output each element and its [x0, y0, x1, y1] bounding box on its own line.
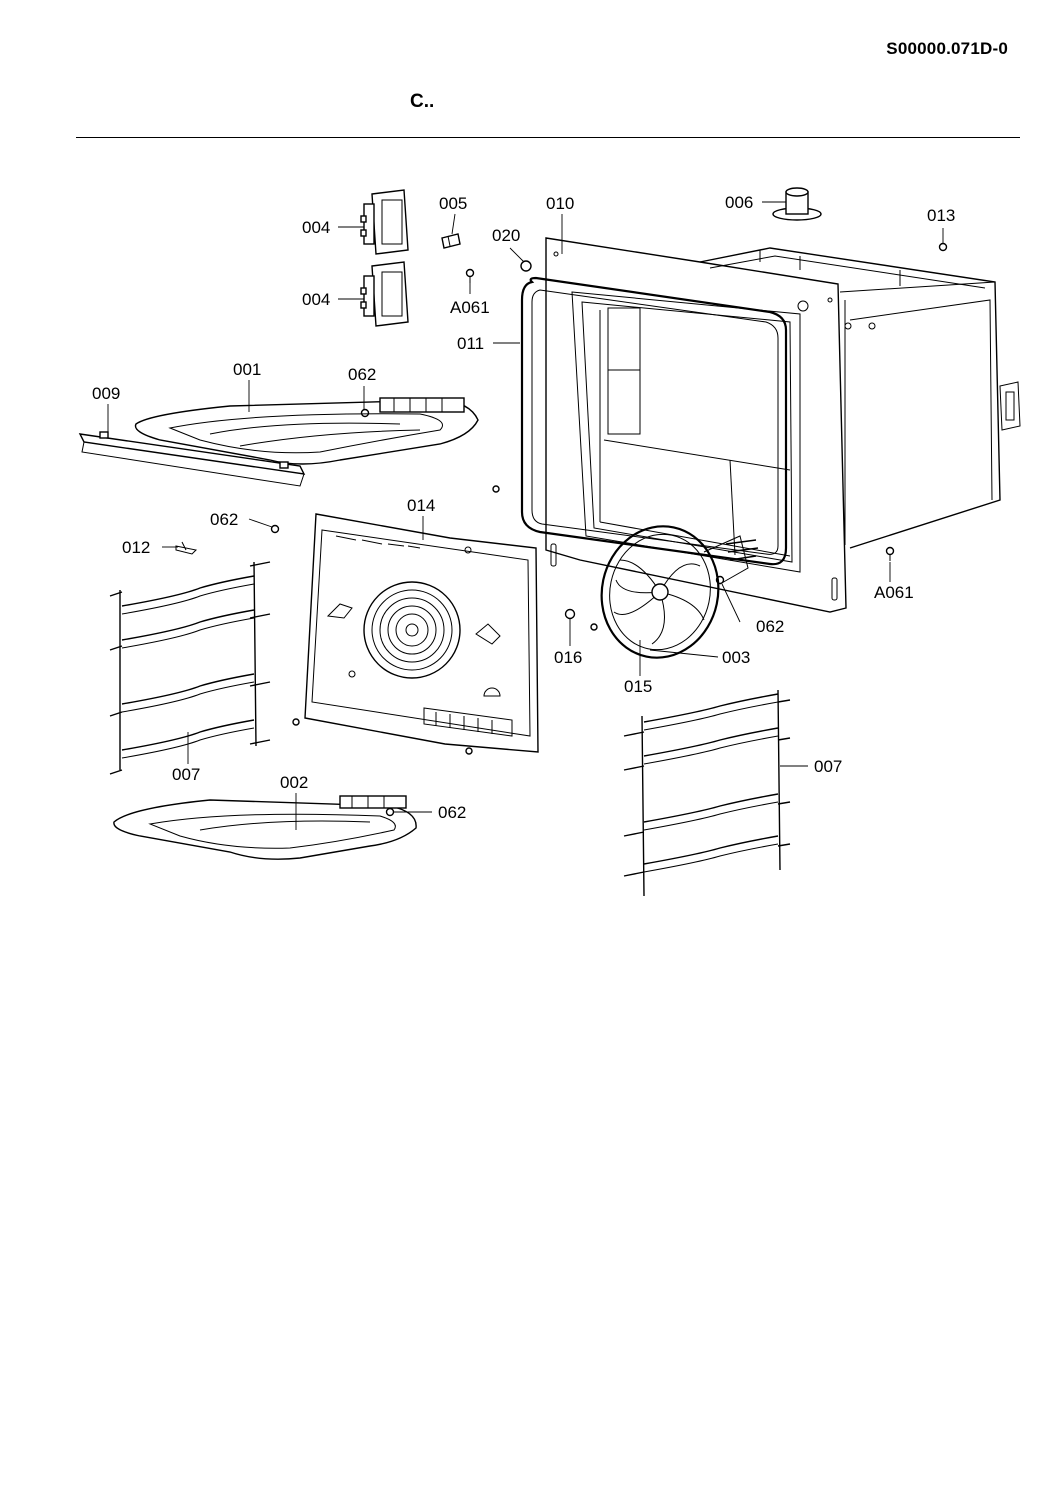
header-divider [76, 137, 1020, 138]
label-009: 009 [92, 384, 120, 403]
label-062-heater: 062 [348, 365, 376, 384]
screw-a061-top [465, 268, 475, 283]
label-002: 002 [280, 773, 308, 792]
label-003: 003 [722, 648, 750, 667]
label-010: 010 [546, 194, 574, 213]
screw-panel-left [292, 718, 300, 726]
label-062-panel: 062 [210, 510, 238, 529]
nut-013 [938, 242, 948, 252]
screw-extra [590, 623, 598, 631]
lamp-cover-top [360, 189, 409, 255]
label-013: 013 [927, 206, 955, 225]
screw-062-panel [270, 524, 280, 534]
screw-016 [564, 608, 576, 620]
lamp-cover-bottom [360, 261, 409, 327]
label-062-fan: 062 [756, 617, 784, 636]
label-007-left: 007 [172, 765, 200, 784]
label-a061-right: A061 [874, 583, 914, 602]
label-020: 020 [492, 226, 520, 245]
label-014: 014 [407, 496, 435, 515]
screw-020 [520, 260, 532, 272]
part-labels: 004 004 005 020 A061 010 006 013 011 001… [92, 193, 955, 822]
screw-062-heater [360, 408, 370, 418]
label-005: 005 [439, 194, 467, 213]
label-004-bottom: 004 [302, 290, 330, 309]
clip-012 [175, 541, 198, 555]
clip-005 [441, 233, 461, 249]
label-016: 016 [554, 648, 582, 667]
label-015: 015 [624, 677, 652, 696]
shelf-rack-right [623, 689, 791, 897]
label-004-top: 004 [302, 218, 330, 237]
oven-cavity [545, 237, 1021, 613]
screw-panel-bottom [465, 747, 473, 755]
screw-062-lower [385, 807, 395, 817]
leader-lines [107, 201, 944, 830]
label-062-lower: 062 [438, 803, 466, 822]
rear-panel [304, 513, 539, 753]
document-code: S00000.071D-0 [886, 39, 1008, 58]
door-seal [520, 276, 788, 566]
label-007-right: 007 [814, 757, 842, 776]
top-heater [134, 397, 479, 465]
label-001: 001 [233, 360, 261, 379]
convection-fan [600, 525, 759, 659]
shelf-rack-left [109, 561, 271, 775]
screw-cavity [492, 485, 500, 493]
lamp-housing [772, 187, 822, 221]
label-012: 012 [122, 538, 150, 557]
top-rail [78, 431, 306, 487]
label-006: 006 [725, 193, 753, 212]
screw-a061-right [885, 546, 895, 561]
label-011: 011 [457, 334, 484, 353]
label-a061-top: A061 [450, 298, 490, 317]
section-title: C.. [410, 91, 435, 112]
bottom-heater [113, 795, 417, 860]
